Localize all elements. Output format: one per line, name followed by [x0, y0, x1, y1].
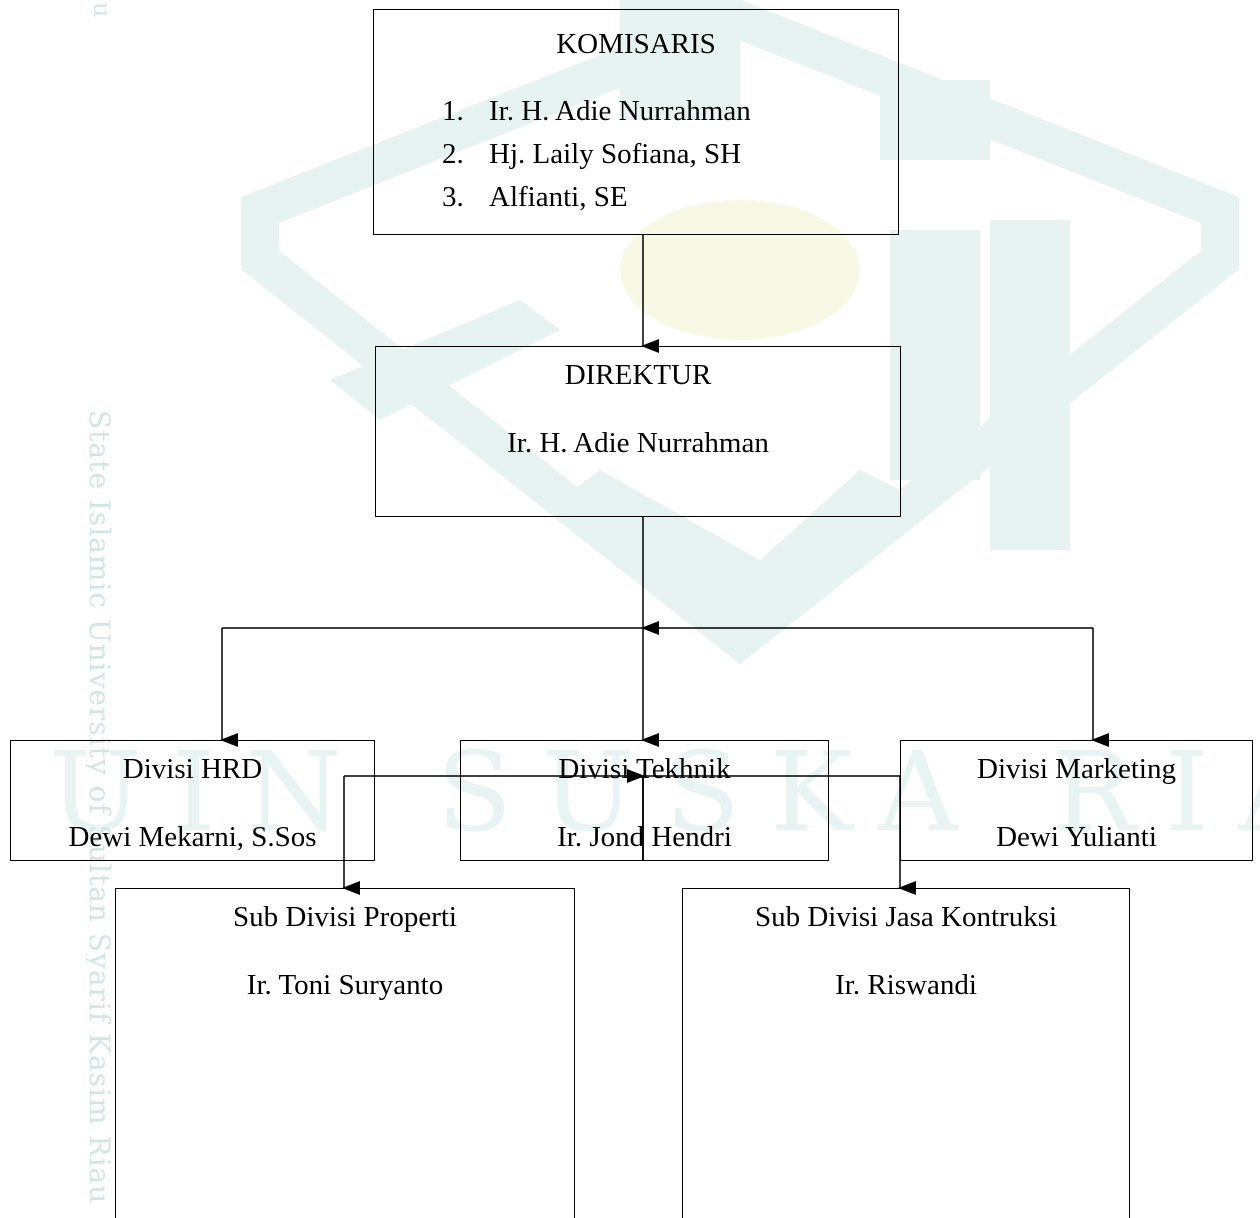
- sub-divisi-properti-head: Ir. Toni Suryanto: [246, 969, 444, 1001]
- komisaris-member: 3. Alfianti, SE: [442, 176, 751, 219]
- divisi-tekhnik-title: Divisi Tekhnik: [558, 753, 731, 785]
- sub-divisi-jasa-head: Ir. Riswandi: [835, 969, 977, 1001]
- direktur-box: DIREKTUR Ir. H. Adie Nurrahman: [375, 346, 901, 517]
- divisi-tekhnik-head: Ir. Jond Hendri: [557, 821, 732, 853]
- sub-divisi-jasa-title: Sub Divisi Jasa Kontruksi: [754, 901, 1058, 933]
- komisaris-member-list: 1. Ir. H. Adie Nurrahman 2. Hj. Laily Sofi…: [442, 90, 751, 219]
- member-name: Alfianti, SE: [489, 181, 628, 213]
- member-number: 2.: [442, 138, 464, 170]
- komisaris-title: KOMISARIS: [556, 28, 716, 60]
- member-number: 3.: [442, 181, 464, 213]
- direktur-title: DIREKTUR: [564, 359, 712, 391]
- member-number: 1.: [442, 95, 464, 127]
- divisi-hrd-head: Dewi Mekarni, S.Sos: [68, 821, 317, 853]
- divisi-hrd-box: Divisi HRD Dewi Mekarni, S.Sos: [10, 740, 375, 861]
- sub-divisi-properti-box: Sub Divisi Properti Ir. Toni Suryanto: [115, 888, 575, 1218]
- divisi-marketing-title: Divisi Marketing: [977, 753, 1176, 785]
- komisaris-box: KOMISARIS 1. Ir. H. Adie Nurrahman 2. Hj. …: [373, 9, 899, 235]
- komisaris-member: 1. Ir. H. Adie Nurrahman: [442, 90, 751, 133]
- divisi-marketing-box: Divisi Marketing Dewi Yulianti: [900, 740, 1253, 861]
- sub-divisi-jasa-kontruksi-box: Sub Divisi Jasa Kontruksi Ir. Riswandi: [682, 888, 1130, 1218]
- member-name: Ir. H. Adie Nurrahman: [489, 95, 751, 127]
- divisi-marketing-head: Dewi Yulianti: [996, 821, 1157, 853]
- sub-divisi-properti-title: Sub Divisi Properti: [233, 901, 457, 933]
- divisi-hrd-title: Divisi HRD: [122, 753, 263, 785]
- member-name: Hj. Laily Sofiana, SH: [489, 138, 742, 170]
- divisi-tekhnik-box: Divisi Tekhnik Ir. Jond Hendri: [460, 740, 829, 861]
- komisaris-member: 2. Hj. Laily Sofiana, SH: [442, 133, 751, 176]
- direktur-name: Ir. H. Adie Nurrahman: [507, 427, 769, 459]
